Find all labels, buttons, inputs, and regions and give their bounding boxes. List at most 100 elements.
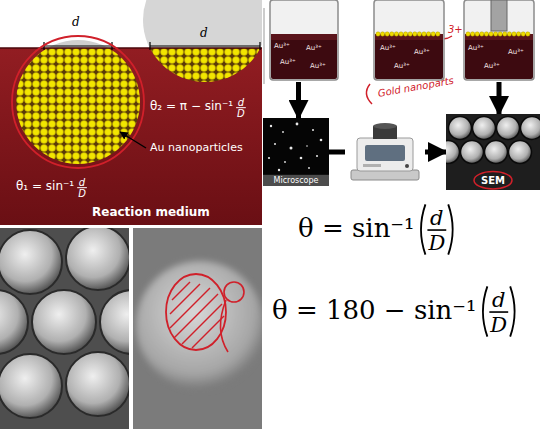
gold-nanoparticle: [470, 32, 474, 36]
sem-image: SEM: [446, 114, 540, 190]
beaker: Au³⁺Au³⁺Au³⁺: [372, 0, 446, 82]
bright-spot: [308, 167, 310, 169]
instrument-ground: [345, 116, 425, 186]
fraction-term: d: [79, 177, 85, 189]
sphere: [66, 352, 129, 416]
gold-nanoparticle: [436, 32, 440, 36]
bright-spot: [282, 131, 284, 133]
gold-nanoparticle: [376, 32, 380, 36]
beaker: Au³⁺ Au³⁺ Au³⁺ Au³⁺: [268, 0, 340, 82]
sphere: [473, 117, 496, 140]
red-annotation: [166, 274, 226, 350]
microscope-image: Microscope: [263, 118, 329, 186]
gold-nanoparticle: [512, 32, 516, 36]
gold-nanoparticle: [403, 32, 407, 36]
bright-spot: [312, 129, 314, 131]
gold-nanoparticle: [399, 32, 403, 36]
instrument-slot: [363, 164, 381, 167]
parenthesis: [483, 286, 487, 336]
gold-nanoparticle: [521, 32, 525, 36]
formula: θ₂ = π − sin⁻¹: [150, 100, 233, 114]
red-hatch: [174, 294, 218, 338]
beaker-glass: [464, 0, 534, 80]
bright-spot: [296, 123, 299, 126]
sphere: [0, 290, 28, 354]
micro-drawing: [263, 118, 329, 186]
ion-label: Au³⁺: [280, 58, 296, 66]
ion-label: Au³⁺: [484, 62, 500, 70]
red-annotation: [224, 282, 244, 302]
fraction-term: D: [490, 313, 507, 337]
ion-label: Au³⁺: [306, 44, 322, 52]
solution-surface: [271, 34, 337, 40]
bright-spot: [316, 155, 318, 157]
caption-band: [263, 175, 329, 186]
frame-line: [264, 8, 265, 84]
ion-label: Au³⁺: [508, 48, 524, 56]
leader-line: [120, 132, 146, 148]
bright-spot: [274, 143, 276, 145]
gold-nanoparticle: [480, 32, 484, 36]
solution: [375, 34, 443, 79]
gold-nanoparticle: [489, 32, 493, 36]
gold-nanoparticle: [475, 32, 479, 36]
sphere: [509, 141, 532, 164]
formula: θ = 180 − sin⁻¹: [272, 296, 476, 326]
sphere: [521, 117, 541, 140]
substrate-stamp: [491, 0, 507, 31]
bright-spot: [278, 169, 280, 171]
parenthesis: [448, 204, 452, 254]
sphere: [449, 117, 472, 140]
beaker-glass: [270, 0, 338, 80]
gold-nanoparticle: [413, 32, 417, 36]
gold-nanoparticle: [422, 32, 426, 36]
image-caption: Microscope: [274, 176, 319, 185]
gold-nanoparticle: [431, 32, 435, 36]
gold-nanoparticle: [408, 32, 412, 36]
instrument-illustration: [345, 116, 425, 186]
gold-nanoparticle: [426, 32, 430, 36]
gold-nanoparticle: [385, 32, 389, 36]
fraction-term: D: [428, 231, 445, 255]
ion-label: Au³⁺: [310, 62, 326, 70]
chord-line: [44, 45, 112, 46]
droplet-cap: [16, 40, 140, 48]
bright-spot: [284, 161, 286, 163]
red-annotation: [366, 84, 372, 104]
ion-label: Au³⁺: [468, 44, 484, 52]
part-label: Au nanoparticles: [150, 142, 243, 155]
chord-tick: [149, 42, 150, 50]
beaker: Au³⁺ Au³⁺ Au³⁺: [462, 0, 536, 82]
ion-label: Au³⁺: [394, 62, 410, 70]
sphere: [461, 141, 484, 164]
formula: θ₁ = sin⁻¹: [16, 180, 74, 194]
instrument-knob: [405, 164, 409, 168]
bright-spot: [268, 157, 270, 159]
gold-nanoparticle: [507, 32, 511, 36]
sphere: [136, 261, 262, 389]
bright-spot: [290, 147, 293, 150]
gold-nanoparticle: [466, 32, 470, 36]
red-annotation: [474, 172, 512, 190]
red-annotation: [220, 300, 228, 352]
gold-nanoparticle: [390, 32, 394, 36]
sphere: [446, 141, 460, 164]
chord-tick: [259, 42, 260, 50]
parenthesis: [421, 204, 425, 254]
image-caption: SEM: [481, 175, 505, 187]
sphere: [100, 290, 129, 354]
solution: [271, 34, 337, 79]
ion-label: Au³⁺: [274, 42, 290, 50]
gold-nanoparticle: [394, 32, 398, 36]
bright-spot: [320, 139, 323, 142]
gold-nanoparticle: [417, 32, 421, 36]
fraction-marks: [77, 108, 514, 337]
fraction-term: D: [237, 108, 245, 120]
bright-spot: [270, 125, 272, 127]
bright-spot: [300, 157, 303, 160]
sphere: [485, 141, 508, 164]
solution: [465, 34, 533, 79]
micrograph: [263, 118, 329, 186]
sem-spheres: [0, 228, 129, 418]
